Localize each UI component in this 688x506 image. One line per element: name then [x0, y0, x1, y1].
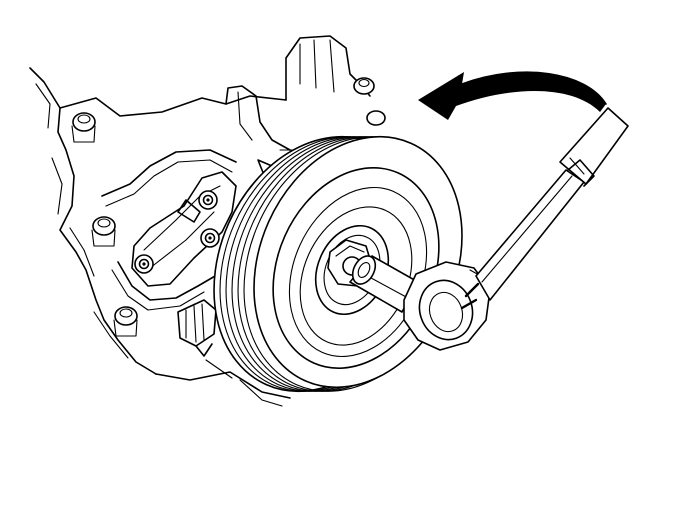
bolt-icon — [198, 190, 218, 210]
sensor-connector-icon — [177, 299, 217, 357]
bolt-boss-icon — [353, 77, 375, 95]
counterclockwise-arrow-icon — [418, 71, 607, 120]
bolt-icon — [134, 254, 154, 274]
bolt-boss-icon — [113, 306, 138, 337]
ratchet-wrench-icon — [349, 107, 629, 351]
bolt-boss-icon — [71, 112, 96, 143]
engine-block-icon — [29, 35, 386, 407]
bolt-icon — [200, 228, 220, 248]
bolt-boss-icon — [91, 216, 116, 247]
bolt-boss-icon — [366, 110, 386, 126]
